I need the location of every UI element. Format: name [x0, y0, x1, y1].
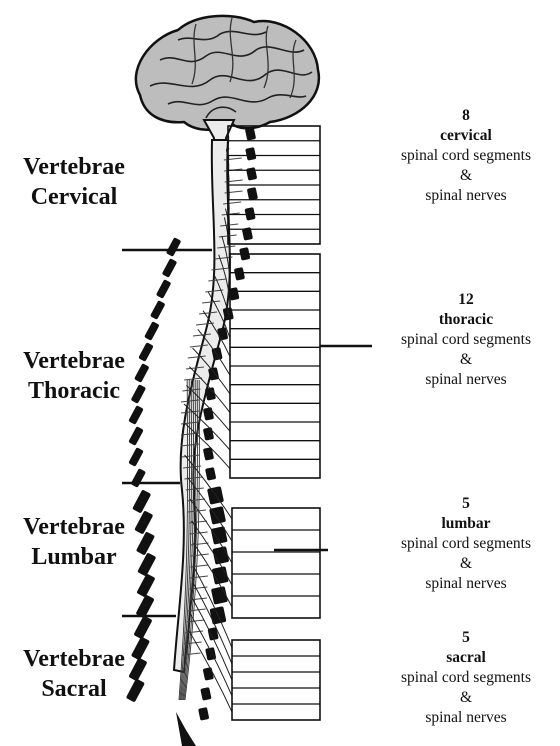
- vertebra-spinous-process: [131, 468, 147, 488]
- segment-info-sacral: 5 sacral spinal cord segments & spinal n…: [372, 628, 560, 728]
- segment-count: 8: [372, 106, 560, 126]
- vertebra-spinous-process: [156, 279, 172, 299]
- vertebrae-label-line: Vertebrae: [0, 152, 148, 182]
- vertebrae-label-line: Vertebrae: [0, 644, 148, 674]
- vertebra-spinous-process: [128, 447, 144, 467]
- vertebra-spinous-process: [150, 300, 166, 320]
- vertebrae-label-region: Sacral: [0, 674, 148, 704]
- segment-desc-amp: &: [372, 350, 560, 370]
- segment-desc-amp: &: [372, 554, 560, 574]
- vertebra-body: [245, 147, 256, 161]
- vertebra-spinous-process: [136, 573, 155, 597]
- segment-type: cervical: [372, 126, 560, 146]
- segment-boxes: [228, 126, 320, 720]
- segment-type: thoracic: [372, 310, 560, 330]
- segment-desc-line2: spinal nerves: [372, 708, 560, 728]
- vertebra-spinous-process: [162, 258, 178, 278]
- segment-desc-line1: spinal cord segments: [372, 668, 560, 688]
- segment-desc-line1: spinal cord segments: [372, 330, 560, 350]
- vertebra-body: [234, 267, 245, 281]
- vertebra-body: [245, 127, 256, 141]
- vertebra-body: [205, 467, 216, 481]
- vertebra-spinous-process: [144, 321, 160, 341]
- vertebra-spinous-process: [166, 237, 182, 257]
- vertebrae-posterior: [126, 237, 182, 702]
- vertebra-body: [203, 667, 214, 681]
- vertebra-body: [200, 687, 211, 701]
- vertebra-body: [246, 167, 257, 181]
- vertebra-body: [247, 187, 258, 201]
- segment-desc-line1: spinal cord segments: [372, 146, 560, 166]
- vertebra-spinous-process: [133, 615, 152, 639]
- segment-info-cervical: 8 cervical spinal cord segments & spinal…: [372, 106, 560, 206]
- vertebrae-label-thoracic: Vertebrae Thoracic: [0, 346, 148, 406]
- vertebra-body: [198, 707, 209, 721]
- segment-desc-line2: spinal nerves: [372, 186, 560, 206]
- segment-desc-line2: spinal nerves: [372, 370, 560, 390]
- vertebrae-label-lumbar: Vertebrae Lumbar: [0, 512, 148, 572]
- segment-desc-amp: &: [372, 166, 560, 186]
- coccyx: [176, 712, 196, 746]
- vertebra-spinous-process: [128, 405, 144, 425]
- segment-info-lumbar: 5 lumbar spinal cord segments & spinal n…: [372, 494, 560, 594]
- vertebra-body: [203, 407, 214, 421]
- vertebrae-label-sacral: Vertebrae Sacral: [0, 644, 148, 704]
- segment-desc-amp: &: [372, 688, 560, 708]
- segment-type: lumbar: [372, 514, 560, 534]
- vertebra-spinous-process: [128, 426, 144, 446]
- segment-box-group: [232, 640, 320, 720]
- segment-box-group: [232, 508, 320, 618]
- segment-info-thoracic: 12 thoracic spinal cord segments & spina…: [372, 290, 560, 390]
- segment-desc-line2: spinal nerves: [372, 574, 560, 594]
- vertebra-spinous-process: [132, 489, 151, 513]
- segment-count: 12: [372, 290, 560, 310]
- vertebrae-label-region: Lumbar: [0, 542, 148, 572]
- segment-count: 5: [372, 628, 560, 648]
- vertebrae-label-region: Thoracic: [0, 376, 148, 406]
- vertebra-body: [203, 427, 214, 441]
- segment-count: 5: [372, 494, 560, 514]
- segment-type: sacral: [372, 648, 560, 668]
- vertebrae-label-line: Vertebrae: [0, 512, 148, 542]
- vertebrae-label-cervical: Vertebrae Cervical: [0, 152, 148, 212]
- brain-illustration: [136, 16, 319, 130]
- vertebrae-label-region: Cervical: [0, 182, 148, 212]
- segment-desc-line1: spinal cord segments: [372, 534, 560, 554]
- vertebrae-label-line: Vertebrae: [0, 346, 148, 376]
